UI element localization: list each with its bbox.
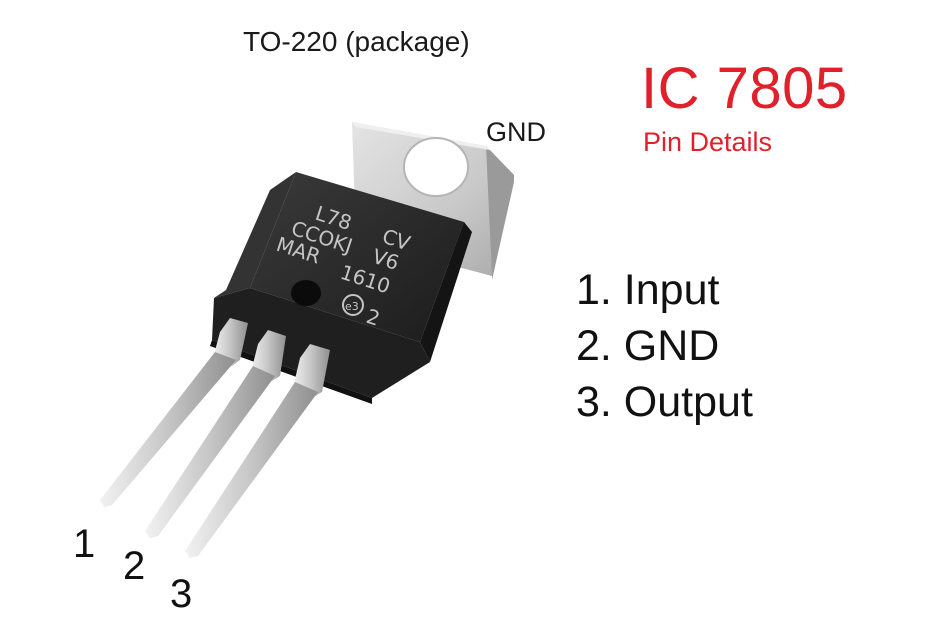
- pin-number-1: 1: [73, 522, 96, 566]
- pin-list: 1. Input 2. GND 3. Output: [576, 262, 753, 430]
- pin-1-lead: [100, 318, 248, 507]
- pin-list-item: 1. Input: [576, 266, 720, 314]
- pin-number-2: 2: [123, 544, 146, 588]
- mounting-hole: [403, 137, 469, 197]
- pin-list-item: 3. Output: [576, 378, 753, 426]
- e3-logo: e3: [342, 294, 364, 316]
- pin-3-lead: [185, 344, 330, 558]
- pin-number-3: 3: [170, 572, 193, 616]
- package-label: TO-220 (package): [243, 26, 470, 57]
- pin-2-lead: [145, 330, 286, 538]
- pin-list-item: 2. GND: [576, 322, 720, 370]
- svg-text:e3: e3: [345, 300, 359, 313]
- diagram-subtitle: Pin Details: [643, 127, 773, 157]
- body-dimple: [291, 280, 321, 306]
- tab-gnd-label: GND: [486, 117, 546, 147]
- diagram-title: IC 7805: [641, 56, 848, 121]
